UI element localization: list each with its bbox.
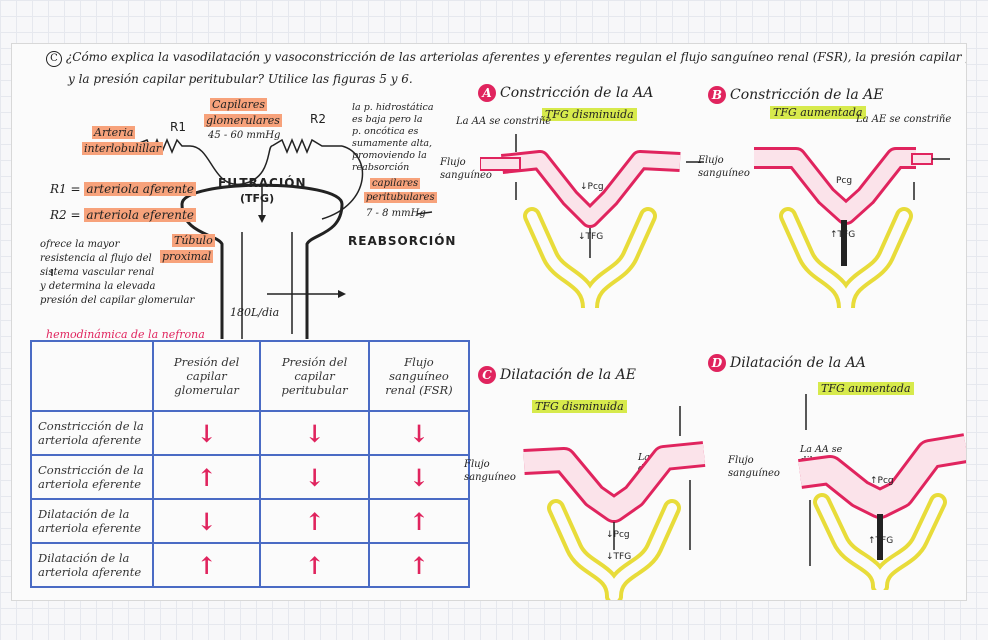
label-tfg: (TFG) <box>240 192 275 205</box>
row-label: Dilatación de la arteriola eferente <box>30 498 154 544</box>
arrow-cell: ↓ <box>259 410 370 456</box>
label-cap-peri-2: peritubulares <box>364 192 437 203</box>
label-cap-peri-1: capilares <box>370 178 421 189</box>
table-row: Constricción de la arteriola aferente ↓ … <box>30 410 471 456</box>
handwritten-notes: C ¿Cómo explica la vasodilatación y vaso… <box>12 44 966 600</box>
table-header: Flujo sanguíneo renal (FSR) <box>367 340 471 412</box>
figure-d-tfg: ↑TFG <box>868 536 894 546</box>
figure-c-vessel <box>523 406 706 600</box>
table-header: Presión del capilar glomerular <box>151 340 262 412</box>
row-label: Constricción de la arteriola aferente <box>30 410 154 456</box>
arrow-cell: ↑ <box>151 542 262 588</box>
table-header: Presión del capilar peritubular <box>259 340 370 412</box>
hydrostatic-note: la p. hidrostática es baja pero la p. on… <box>352 102 434 173</box>
question-text-1: ¿Cómo explica la vasodilatación y vasoco… <box>65 50 966 64</box>
arrow-cell: ↑ <box>151 454 262 500</box>
table-row: Dilatación de la arteriola eferente ↓ ↑ … <box>30 498 471 544</box>
figure-d-pcg: ↑Pcg <box>870 476 894 486</box>
label-proximal: proximal <box>160 250 214 263</box>
arrow-cell: ↓ <box>151 498 262 544</box>
table-row: Constricción de la arteriola eferente ↑ … <box>30 454 471 500</box>
red-note: hemodinámica de la nefrona <box>46 328 205 341</box>
figure-d-vessel <box>798 394 966 590</box>
label-volume: 180L/dia <box>230 306 280 319</box>
figure-b-tag: TFG aumentada <box>770 106 866 119</box>
arrow-cell: ↑ <box>367 498 471 544</box>
row-label: Constricción de la arteriola eferente <box>30 454 154 500</box>
arrow-cell: ↑ <box>367 542 471 588</box>
label-filtracion: FILTRACIÓN <box>218 176 307 190</box>
row-label: Dilatación de la arteriola aferente <box>30 542 154 588</box>
question-line-1: C ¿Cómo explica la vasodilatación y vaso… <box>46 50 966 67</box>
figure-b-tfg: ↑TFG <box>830 230 856 240</box>
figure-b-vessel <box>754 147 950 308</box>
label-capilares: Capilares <box>210 98 268 111</box>
arrow-cell: ↑ <box>259 498 370 544</box>
figure-a-note: La AA se constriñe <box>456 116 552 127</box>
label-r1: R1 <box>170 120 186 134</box>
table-corner <box>30 340 154 412</box>
label-peri-pressure: 7 - 8 mmHg <box>366 208 426 219</box>
arrow-cell: ↓ <box>367 454 471 500</box>
figure-b-note: La AE se constriñe <box>856 114 952 125</box>
question-line-2: y la presión capilar peritubular? Utilic… <box>68 72 413 86</box>
label-reabsorcion: REABSORCIÓN <box>348 234 457 248</box>
figure-c-tag: TFG disminuida <box>532 400 627 413</box>
r1-definition: R1 = arteriola aferente <box>50 182 196 196</box>
label-interlobulillar: interlobulillar <box>82 142 163 155</box>
label-r2: R2 <box>310 112 326 126</box>
notebook-photo: C ¿Cómo explica la vasodilatación y vaso… <box>12 44 966 600</box>
label-glom-pressure: 45 - 60 mmHg <box>208 130 281 141</box>
figure-a-tag: TFG disminuida <box>542 108 637 121</box>
resistance-note: ofrece la mayor resistencia al flujo del… <box>40 239 195 306</box>
label-tubulo: Túbulo <box>172 234 215 247</box>
arrow-cell: ↓ <box>367 410 471 456</box>
summary-table: Presión del capilar glomerular Presión d… <box>30 340 471 588</box>
arrow-cell: ↓ <box>151 410 262 456</box>
label-arteria: Arteria <box>92 126 136 139</box>
nephron-sketch <box>51 138 433 339</box>
label-glomerulares: glomerulares <box>204 114 282 127</box>
figure-a-vessel <box>480 134 704 308</box>
figure-a-tfg: ↓TFG <box>578 232 604 242</box>
figure-d-tag: TFG aumentada <box>818 382 914 395</box>
r2-definition: R2 = arteriola eferente <box>50 208 196 222</box>
figure-b-pcg: Pcg <box>836 176 853 186</box>
figure-c-tfg: ↓TFG <box>606 552 632 562</box>
figure-a-pcg: ↓Pcg <box>580 182 604 192</box>
figure-c-pcg: ↓Pcg <box>606 530 630 540</box>
table-row: Dilatación de la arteriola aferente ↑ ↑ … <box>30 542 471 588</box>
question-marker: C <box>46 51 62 67</box>
arrow-cell: ↑ <box>259 542 370 588</box>
table-header-row: Presión del capilar glomerular Presión d… <box>30 340 471 412</box>
arrow-cell: ↓ <box>259 454 370 500</box>
